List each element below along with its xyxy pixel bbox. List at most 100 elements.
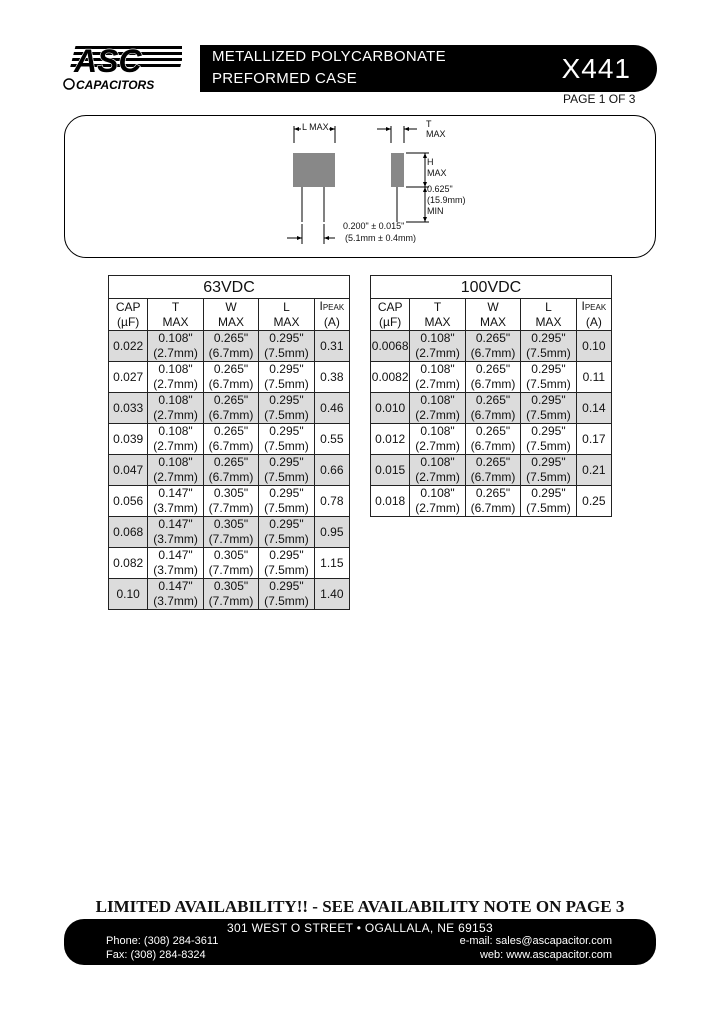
peak-current-cell: 0.10 [575,330,613,362]
cell-value: (6.7mm) [470,501,516,515]
h-max-label: MAX [427,168,447,178]
length-cell: 0.295"(7.5mm) [258,392,315,424]
cell-value: 1.15 [320,555,344,570]
part-number: X441 [561,53,631,84]
width-cell: 0.265"(6.7mm) [202,423,260,455]
column-header: IPEAK(A) [313,298,351,331]
email-link[interactable]: e-mail: sales@ascapacitor.com [459,935,612,947]
cell-value: 0.295" [269,362,304,376]
cell-value: 0.295" [531,424,566,438]
cell-value: (3.7mm) [153,563,198,577]
cell-value: (6.7mm) [470,408,516,422]
cell-value: 0.305" [213,579,249,593]
width-cell: 0.265"(6.7mm) [464,485,522,517]
cell-value: 0.295" [269,393,304,407]
cell-value: 0.027 [113,369,144,384]
capacitance-cell: 0.039 [107,423,149,455]
column-header: CAP(µF) [107,298,149,331]
website-link[interactable]: web: www.ascapacitor.com [479,949,612,961]
cell-value: (6.7mm) [470,439,516,453]
cell-value: 0.295" [531,486,566,500]
voltage-heading: 63VDC [108,275,350,299]
length-cell: 0.295"(7.5mm) [520,330,577,362]
cell-value: (6.7mm) [208,470,254,484]
peak-current-cell: 0.25 [575,485,613,517]
cell-value: (2.7mm) [415,501,460,515]
header-text: MAX [162,314,189,329]
h-label: H [427,157,434,167]
cell-value: 0.265" [213,455,249,469]
cell-value: 0.295" [269,579,304,593]
cell-value: (2.7mm) [415,470,460,484]
lead-length-inch: 0.625" [427,184,453,194]
cell-value: 0.0082 [371,369,409,384]
header-text: L [545,299,552,314]
cell-value: 0.147" [158,579,193,593]
cell-value: (6.7mm) [470,377,516,391]
cell-value: 0.147" [158,517,193,531]
width-cell: 0.265"(6.7mm) [202,330,260,362]
cell-value: 0.265" [213,424,249,438]
thickness-cell: 0.147"(3.7mm) [147,578,204,610]
capacitance-cell: 0.027 [107,361,149,393]
cell-value: 0.108" [420,393,455,407]
cell-value: 0.31 [320,338,344,353]
cell-value: (7.5mm) [264,346,309,360]
thickness-cell: 0.108"(2.7mm) [147,330,204,362]
header-text: MAX [424,314,451,329]
header-text: CAP [377,299,403,314]
width-cell: 0.305"(7.7mm) [202,547,260,579]
cell-value: 0.108" [158,455,193,469]
length-cell: 0.295"(7.5mm) [258,485,315,517]
cell-value: 0.295" [269,548,304,562]
cell-value: 0.66 [320,462,344,477]
cell-value: 0.082 [113,555,144,570]
thickness-cell: 0.108"(2.7mm) [409,392,466,424]
thickness-cell: 0.108"(2.7mm) [409,454,466,486]
cell-value: 0.108" [420,455,455,469]
logo-brand-text: ASC [73,44,142,79]
cell-value: 0.108" [158,362,193,376]
cell-value: 0.022 [113,338,144,353]
cell-value: 0.265" [475,455,511,469]
peak-current-cell: 0.38 [313,361,351,393]
cell-value: 0.108" [158,424,193,438]
width-cell: 0.305"(7.7mm) [202,578,260,610]
header-text: I [319,299,323,313]
logo-sub-text: CAPACITORS [76,78,154,92]
cell-value: (7.5mm) [526,501,571,515]
length-cell: 0.295"(7.5mm) [258,454,315,486]
length-cell: 0.295"(7.5mm) [258,547,315,579]
cell-value: 0.295" [531,455,566,469]
company-address: 301 WEST O STREET • OGALLALA, NE 69153 [227,921,493,935]
header-text: (µF) [379,314,402,329]
cell-value: 0.11 [582,369,606,384]
peak-current-cell: 1.15 [313,547,351,579]
cell-value: 0.010 [375,400,406,415]
width-cell: 0.265"(6.7mm) [202,361,260,393]
cell-value: 0.265" [475,393,511,407]
thickness-cell: 0.108"(2.7mm) [147,454,204,486]
cell-value: 0.265" [213,362,249,376]
width-cell: 0.265"(6.7mm) [202,392,260,424]
product-title-line2: PREFORMED CASE [212,70,358,87]
header-text: MAX [479,314,506,329]
length-cell: 0.295"(7.5mm) [520,361,577,393]
cell-value: (7.5mm) [526,439,571,453]
capacitor-body-side [391,153,404,187]
cell-value: (6.7mm) [470,346,516,360]
t-max-label: MAX [426,129,446,139]
peak-current-cell: 0.55 [313,423,351,455]
thickness-cell: 0.147"(3.7mm) [147,485,204,517]
capacitance-cell: 0.033 [107,392,149,424]
header-text: W [225,299,237,314]
